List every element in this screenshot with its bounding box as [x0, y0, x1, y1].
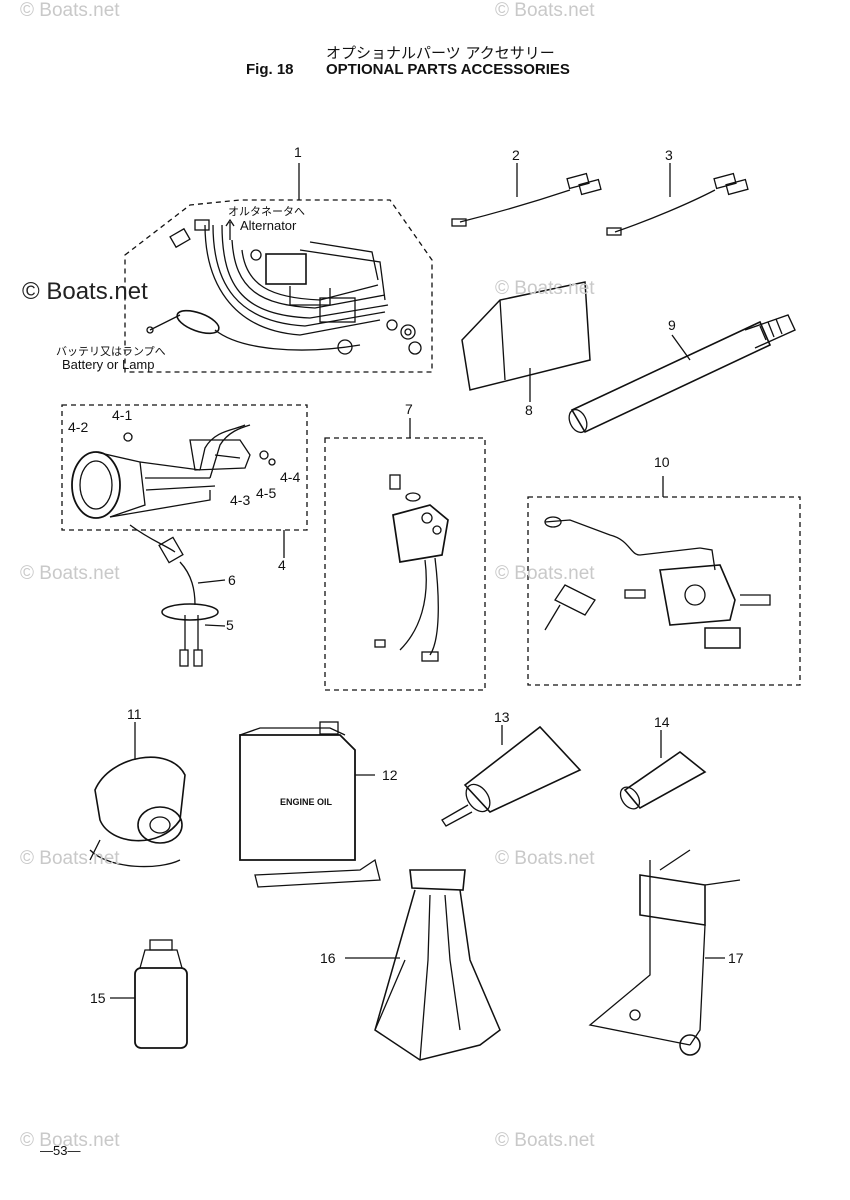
part-8-bag: [461, 281, 591, 402]
callout-8: 8: [525, 402, 533, 418]
watermark: © Boats.net: [495, 278, 595, 299]
callout-6: 6: [228, 572, 236, 588]
watermark: © Boats.net: [495, 563, 595, 584]
figure-number: Fig. 18: [246, 61, 294, 78]
callout-9: 9: [668, 317, 676, 333]
battery-note-jp: バッテリ又はランプへ: [56, 345, 166, 358]
part-13-tube: [441, 725, 582, 827]
callout-4-1: 4-1: [112, 407, 132, 423]
part-11-fitting: [89, 722, 186, 868]
watermark: © Boats.net: [495, 1130, 595, 1151]
callout-4-4: 4-4: [280, 469, 300, 485]
callout-4-3: 4-3: [230, 492, 250, 508]
callout-labels: 1 2 3 4 4-1 4-2 4-3 4-4 4-5 5 6 7 8 9 10…: [68, 144, 744, 1006]
page-number: —53—: [40, 1143, 81, 1158]
part-15-spray-can: [110, 939, 188, 1049]
callout-4: 4: [278, 557, 286, 573]
part-16-stand: [345, 869, 501, 1061]
callout-1: 1: [294, 144, 302, 160]
part-2-cord: [451, 163, 602, 227]
watermark: © Boats.net: [20, 0, 120, 21]
callout-4-5: 4-5: [256, 485, 276, 501]
watermark: © Boats.net: [22, 278, 148, 305]
part-12-oil-can: [239, 721, 381, 888]
callout-3: 3: [665, 147, 673, 163]
part-17-cart: [588, 849, 741, 1056]
callout-7: 7: [405, 401, 413, 417]
part-9-handle: [568, 314, 796, 434]
part-14-tube: [619, 730, 707, 810]
oil-can-label: ENGINE OIL: [280, 797, 333, 807]
callout-5: 5: [226, 617, 234, 633]
part-1-harness-kit: [124, 163, 433, 373]
alternator-note-en: Alternator: [240, 218, 297, 233]
part-3-cord: [606, 163, 749, 236]
watermark: © Boats.net: [20, 1130, 120, 1151]
callout-11: 11: [127, 706, 142, 722]
part-7-rectifier: [324, 418, 486, 691]
watermark: © Boats.net: [20, 848, 120, 869]
battery-note-en: Battery or Lamp: [62, 357, 155, 372]
part-4-tachometer-kit: [61, 404, 308, 558]
callout-2: 2: [512, 147, 520, 163]
part-5-6-cable: [129, 524, 226, 667]
callout-4-2: 4-2: [68, 419, 88, 435]
title-japanese: オプショナルパーツ アクセサリー: [326, 44, 555, 62]
callout-10: 10: [654, 454, 670, 470]
callout-16: 16: [320, 950, 336, 966]
callout-14: 14: [654, 714, 670, 730]
callout-17: 17: [728, 950, 744, 966]
watermark: © Boats.net: [495, 848, 595, 869]
watermark: © Boats.net: [495, 0, 595, 21]
watermark: © Boats.net: [20, 563, 120, 584]
callout-12: 12: [382, 767, 398, 783]
alternator-note-jp: オルタネータへ: [228, 205, 305, 218]
callout-15: 15: [90, 990, 106, 1006]
callout-13: 13: [494, 709, 510, 725]
title-english: OPTIONAL PARTS ACCESSORIES: [326, 61, 570, 78]
part-10-remote-control: [527, 476, 801, 686]
